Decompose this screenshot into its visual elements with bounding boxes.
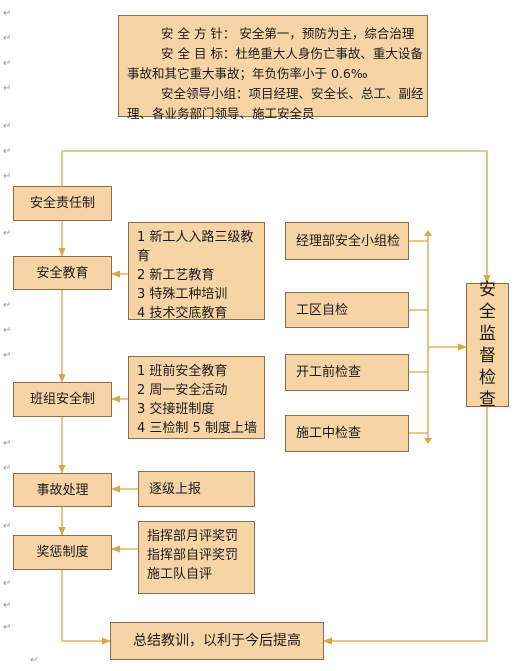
- node-safety-education: 安全教育: [13, 256, 112, 290]
- supervision-char: 监: [479, 324, 496, 344]
- policy-line: 理、各业务部门领导、施工安全员: [127, 106, 315, 121]
- top-loop-connector: [61, 150, 491, 284]
- paragraph-mark-icon: ↵: [3, 121, 12, 132]
- check-work-area-self: 工区自检: [285, 292, 409, 328]
- paragraph-mark-icon: ↵: [3, 521, 12, 532]
- education-item: 育: [137, 249, 151, 264]
- team-item: 3 交接班制度: [137, 402, 215, 417]
- paragraph-mark-icon: ↵: [3, 300, 12, 311]
- report-label: 逐级上报: [149, 481, 202, 497]
- paragraph-mark-icon: ↵: [3, 146, 12, 157]
- connector-supervision-to-summary: [323, 407, 488, 645]
- paragraph-mark-icon: ↵: [3, 350, 12, 361]
- education-item: 2 新工艺教育: [137, 268, 215, 283]
- paragraph-mark-icon: ↵: [3, 463, 12, 474]
- check-label: 施工中检查: [296, 426, 362, 441]
- paragraph-mark-icon: ↵: [3, 58, 12, 69]
- check-before-start: 开工前检查: [285, 354, 409, 391]
- report-box: 逐级上报: [138, 471, 255, 507]
- supervision-char: 查: [479, 390, 496, 410]
- node-team-safety: 班组安全制: [13, 382, 112, 417]
- node-label: 事故处理: [36, 482, 89, 498]
- paragraph-mark-icon: ↵: [3, 228, 12, 239]
- education-item: 3 特殊工种培训: [137, 287, 228, 302]
- education-item: 1 新工人入路三级教: [137, 230, 254, 245]
- education-item: 4 技术交底教育: [137, 306, 228, 321]
- node-label: 安全责任制: [29, 196, 95, 211]
- supervision-char: 全: [479, 302, 496, 322]
- connector-reward-to-summary: [61, 570, 111, 645]
- team-item: 1 班前安全教育: [137, 364, 228, 379]
- team-detail-box: 1 班前安全教育 2 周一安全活动 3 交接班制度 4 三检制 5 制度上墙: [128, 356, 265, 439]
- paragraph-mark-icon: ↵: [3, 578, 12, 589]
- safety-supervision-box: 安 全 监 督 检 查: [466, 280, 509, 410]
- check-label: 经理部安全小组检: [296, 233, 401, 249]
- paragraph-mark-icon: ↵: [3, 8, 12, 19]
- supervision-char: 督: [479, 346, 496, 366]
- team-item: 4 三检制 5 制度上墙: [137, 421, 257, 436]
- policy-line: 事故和其它重大事故；年负伤率小于 0.6‰: [127, 66, 368, 81]
- reward-item: 施工队自评: [147, 567, 213, 582]
- policy-line: 安 全 方 针： 安全第一，预防为主，综合治理: [161, 26, 415, 41]
- check-label: 开工前检查: [296, 365, 362, 380]
- paragraph-mark-icon: ↵: [3, 83, 12, 94]
- reward-item: 指挥部月评奖罚: [147, 529, 239, 544]
- paragraph-mark-icon: ↵: [3, 438, 12, 449]
- paragraph-mark-icon: ↵: [3, 622, 12, 633]
- paragraph-mark-icon: ↵: [3, 171, 12, 182]
- supervision-char: 安: [479, 280, 496, 300]
- summary-box: 总结教训，以利于今后提高: [110, 622, 324, 660]
- node-safety-responsibility: 安全责任制: [13, 186, 112, 221]
- reward-item: 指挥部自评奖罚: [147, 548, 239, 563]
- reward-detail-box: 指挥部月评奖罚 指挥部自评奖罚 施工队自评: [138, 521, 255, 594]
- team-item: 2 周一安全活动: [137, 383, 228, 398]
- node-label: 奖惩制度: [36, 545, 89, 560]
- policy-line: 安全领导小组：项目经理、安全长、总工、副经: [161, 86, 424, 101]
- paragraph-mark-icon: ↵: [30, 655, 39, 666]
- paragraph-mark-icon: ↵: [3, 33, 12, 44]
- node-accident-handling: 事故处理: [13, 473, 112, 507]
- paragraph-mark-icon: ↵: [3, 325, 12, 336]
- node-label: 班组安全制: [29, 392, 95, 407]
- supervision-char: 检: [479, 368, 496, 388]
- node-label: 安全教育: [36, 265, 89, 281]
- node-reward-punishment: 奖惩制度: [13, 535, 112, 570]
- check-manager-safety-group: 经理部安全小组检: [285, 222, 409, 260]
- paragraph-mark-icon: ↵: [3, 600, 12, 611]
- education-detail-box: 1 新工人入路三级教 育 2 新工艺教育 3 特殊工种培训 4 技术交底教育: [128, 222, 265, 321]
- policy-box: 安 全 方 针： 安全第一，预防为主，综合治理 安 全 目 标：杜绝重大人身伤亡…: [118, 15, 428, 121]
- summary-label: 总结教训，以利于今后提高: [133, 632, 301, 649]
- check-during-work: 施工中检查: [285, 415, 409, 452]
- check-label: 工区自检: [296, 302, 349, 318]
- policy-line: 安 全 目 标：杜绝重大人身伤亡事故、重大设备: [161, 46, 423, 61]
